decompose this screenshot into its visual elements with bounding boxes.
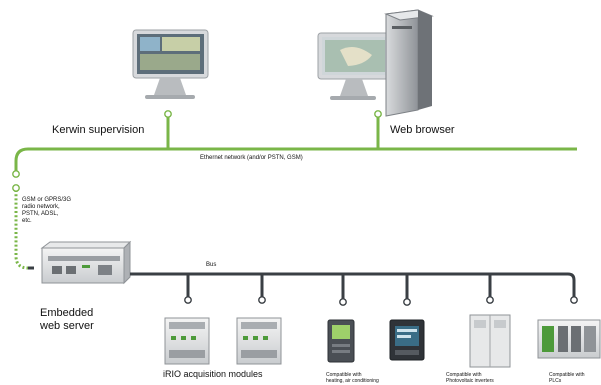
- heating-controller: [327, 319, 355, 363]
- pv-label-line-2: Photovoltaic inverters: [446, 378, 494, 384]
- radio-line-2: radio network,: [22, 204, 60, 210]
- radio-line-1: GSM or GPRS/3G: [22, 197, 72, 203]
- kerwin-label: Kerwin supervision: [52, 124, 145, 136]
- server-label: Embedded web server: [40, 307, 94, 333]
- radio-line-4: etc.: [22, 218, 32, 224]
- plc-label-line-2: PLCs: [549, 378, 562, 384]
- heating-label: Compatible with heating, air conditionin…: [326, 372, 379, 384]
- plc-label-line-1: Compatible with: [549, 372, 585, 378]
- ethernet-label: Ethernet network (and/or PSTN, GSM): [200, 155, 303, 161]
- server-label-line-1: Embedded: [40, 307, 94, 319]
- heating-label-line-2: heating, air conditioning: [326, 378, 379, 384]
- pv-inverter-cabinet: [469, 314, 511, 368]
- server-device: [40, 240, 132, 285]
- radio-line-3: PSTN, ADSL,: [22, 211, 59, 217]
- plc-label: Compatible with PLCs: [549, 372, 585, 384]
- irio-label: iRIO acquisition modules: [163, 369, 263, 379]
- heating-label-line-1: Compatible with: [326, 372, 362, 378]
- power-meter: [389, 319, 425, 361]
- browser-label: Web browser: [390, 124, 455, 136]
- irio-module-1: [164, 317, 210, 365]
- kerwin-monitor: [132, 29, 209, 99]
- pv-label-line-1: Compatible with: [446, 372, 482, 378]
- bus-label: Bus: [206, 262, 217, 268]
- server-label-line-2: web server: [40, 320, 94, 332]
- irio-module-2: [236, 317, 282, 365]
- bus-line: [28, 266, 578, 306]
- ethernet-line: [12, 110, 577, 270]
- pv-label: Compatible with Photovoltaic inverters: [446, 372, 494, 384]
- radio-network-label: GSM or GPRS/3G radio network, PSTN, ADSL…: [22, 197, 71, 225]
- plc-device: [537, 319, 601, 359]
- browser-computer: [317, 9, 434, 117]
